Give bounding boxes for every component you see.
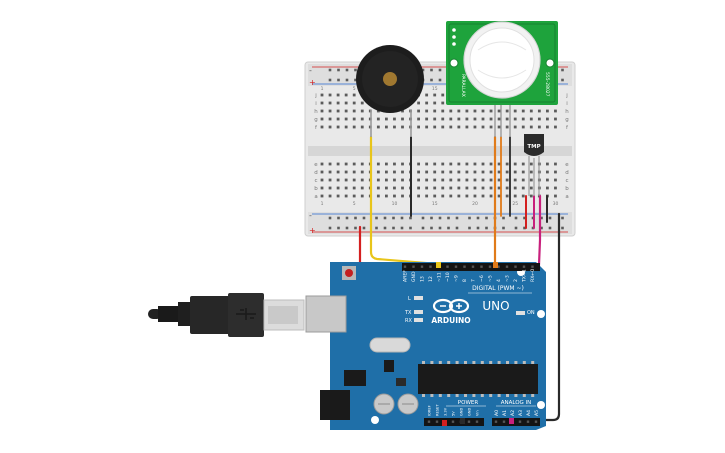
column-number: 20 xyxy=(472,201,478,207)
column-number: 15 xyxy=(432,201,438,207)
digital-pin-label: 13 xyxy=(420,276,426,282)
analog-pin-label: A2 xyxy=(510,410,516,416)
analog-pin-label: A0 xyxy=(494,410,500,416)
chip-legs xyxy=(422,361,535,397)
led-tx-label: TX xyxy=(404,310,412,316)
digital-pin-label: ~9 xyxy=(454,275,460,282)
row-letter: d xyxy=(565,170,569,176)
row-letter: d xyxy=(314,170,318,176)
brand-text: ARDUINO xyxy=(431,316,470,325)
power-pin-label: 3.3V xyxy=(444,407,448,416)
row-letter: a xyxy=(314,194,317,200)
row-letter: e xyxy=(565,162,569,168)
column-number: 1 xyxy=(321,86,324,92)
column-number: 15 xyxy=(432,86,438,92)
power-pin-label: RESET xyxy=(436,404,440,416)
arduino-logo-icon xyxy=(432,298,470,314)
row-letter: c xyxy=(314,178,317,184)
analog-label: ANALOG IN xyxy=(501,400,532,406)
analog-pin-label: A5 xyxy=(534,410,540,416)
digital-pin-label: ~10 xyxy=(445,272,451,282)
digital-pin-label: RX←0 xyxy=(530,269,536,282)
column-number: 1 xyxy=(321,201,324,207)
on-label: ON xyxy=(527,310,535,316)
usb-cable[interactable] xyxy=(148,293,305,337)
rail-plus-top: + xyxy=(309,78,316,87)
atmega-chip xyxy=(418,364,538,394)
wire-ends xyxy=(436,262,514,426)
pir-side-text-left: PARALLAX xyxy=(460,74,466,97)
rail-plus-bottom: + xyxy=(309,226,316,235)
power-pin-label: IOREF xyxy=(428,405,432,416)
digital-pin-label: ~3 xyxy=(505,275,511,282)
row-letter: h xyxy=(565,109,569,115)
usb-jack[interactable] xyxy=(305,295,347,333)
digital-pin-label: GND xyxy=(411,271,417,282)
usb-trident-icon xyxy=(236,308,256,320)
digital-pin-label: ~6 xyxy=(479,275,485,282)
row-letter: i xyxy=(566,101,568,107)
row-letter: g xyxy=(314,117,318,123)
digital-pin-label: 8 xyxy=(462,279,468,282)
model-text: UNO xyxy=(482,299,509,313)
digital-pin-label: 12 xyxy=(428,276,434,282)
power-label: POWER xyxy=(458,400,479,406)
digital-pin-label: 7 xyxy=(471,279,477,282)
led-l-label: L xyxy=(408,296,411,302)
digital-pin-label: ~5 xyxy=(488,275,494,282)
digital-pin-label: ~11 xyxy=(437,272,443,282)
row-letter: i xyxy=(315,101,317,107)
rail-minus-bottom: - xyxy=(309,211,312,220)
row-letter: h xyxy=(314,109,318,115)
column-number: 10 xyxy=(392,201,398,207)
analog-pin-label: A3 xyxy=(518,410,524,416)
piezo-buzzer[interactable] xyxy=(356,45,424,137)
power-pin-label: 5V xyxy=(452,411,456,416)
pir-motion-sensor[interactable]: PARALLAX 555-28027 xyxy=(446,21,558,137)
column-number: 30 xyxy=(553,201,559,207)
analog-pin-label: A4 xyxy=(526,410,532,416)
row-letter: e xyxy=(314,162,318,168)
power-pin-label: Vin xyxy=(476,410,480,416)
row-letter: g xyxy=(565,117,569,123)
digital-pin-label: 4 xyxy=(496,279,502,282)
digital-pin-label: 2 xyxy=(513,279,519,282)
column-number: 5 xyxy=(353,201,356,207)
temperature-sensor[interactable]: TMP xyxy=(524,134,544,196)
column-number: 25 xyxy=(512,201,518,207)
row-letter: f xyxy=(566,125,569,131)
row-letter: a xyxy=(565,194,568,200)
column-number: 5 xyxy=(353,86,356,92)
rail-minus-top: - xyxy=(309,66,312,75)
power-pin-label: GND xyxy=(460,408,464,416)
row-letter: f xyxy=(315,125,318,131)
power-pin-label: GND xyxy=(468,408,472,416)
row-letter: b xyxy=(314,186,318,192)
row-letter: c xyxy=(565,178,568,184)
wire-black-gnd[interactable] xyxy=(460,212,561,422)
digital-label: DIGITAL (PWM ~) xyxy=(472,285,524,292)
power-jack[interactable] xyxy=(320,390,350,420)
analog-pin-label: A1 xyxy=(502,410,508,416)
row-letter: j xyxy=(565,93,568,99)
digital-pin-label: AREF xyxy=(403,270,409,282)
tmp-label: TMP xyxy=(527,144,540,150)
row-letter: j xyxy=(314,93,317,99)
wire-yellow[interactable] xyxy=(369,135,440,266)
digital-pin-label: TX→1 xyxy=(522,269,528,283)
pir-side-text-right: 555-28027 xyxy=(544,72,550,97)
row-letter: b xyxy=(565,186,569,192)
led-rx-label: RX xyxy=(405,318,412,324)
